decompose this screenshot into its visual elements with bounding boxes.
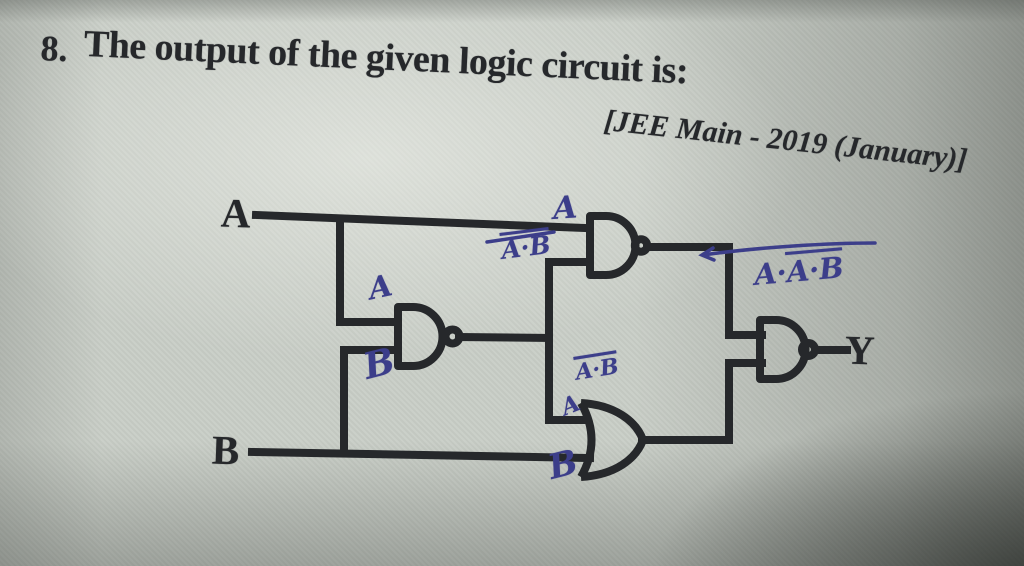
circuit-wires <box>247 210 851 463</box>
annotation-final-gate-input-expression: A·A·B <box>752 250 846 292</box>
nand-top-gate-bubble <box>630 235 652 256</box>
annotation-final-prefix: A· <box>752 255 789 292</box>
long-overline-stroke-final-input <box>701 241 877 257</box>
wire-a-branch-to-middle-nand <box>336 216 400 326</box>
annotation-top-gate-input: A <box>551 189 579 227</box>
or-gate-back-curve <box>577 401 596 479</box>
annotation-final-overlined-part: A·B <box>785 250 846 290</box>
wire-or-to-final <box>638 359 766 444</box>
label-input-a: A <box>220 189 252 237</box>
wire-input-a <box>251 210 589 233</box>
wire-input-b <box>247 447 595 463</box>
nand-middle-gate-body <box>394 303 447 370</box>
wire-middle-nand-output <box>454 332 554 343</box>
label-input-b: B <box>211 426 241 474</box>
overline-stroke-mid-output <box>485 230 556 244</box>
label-output-y: Y <box>844 326 876 374</box>
handwritten-strokes <box>485 230 877 262</box>
or-gate-body <box>580 399 647 481</box>
annotation-or-gate-top-input-expression: A·B <box>573 353 621 386</box>
nand-middle-gate-bubble <box>441 325 464 348</box>
overline-arrowhead <box>698 246 716 262</box>
wire-b-branch-to-middle-nand <box>340 346 400 456</box>
nand-top-gate-body <box>586 212 640 279</box>
wire-top-nand-to-final <box>643 243 766 339</box>
nand-final-gate-bubble <box>798 339 819 360</box>
annotation-mid-gate-output-nand-expression: A·B <box>499 230 553 265</box>
circuit-gates <box>394 212 819 481</box>
